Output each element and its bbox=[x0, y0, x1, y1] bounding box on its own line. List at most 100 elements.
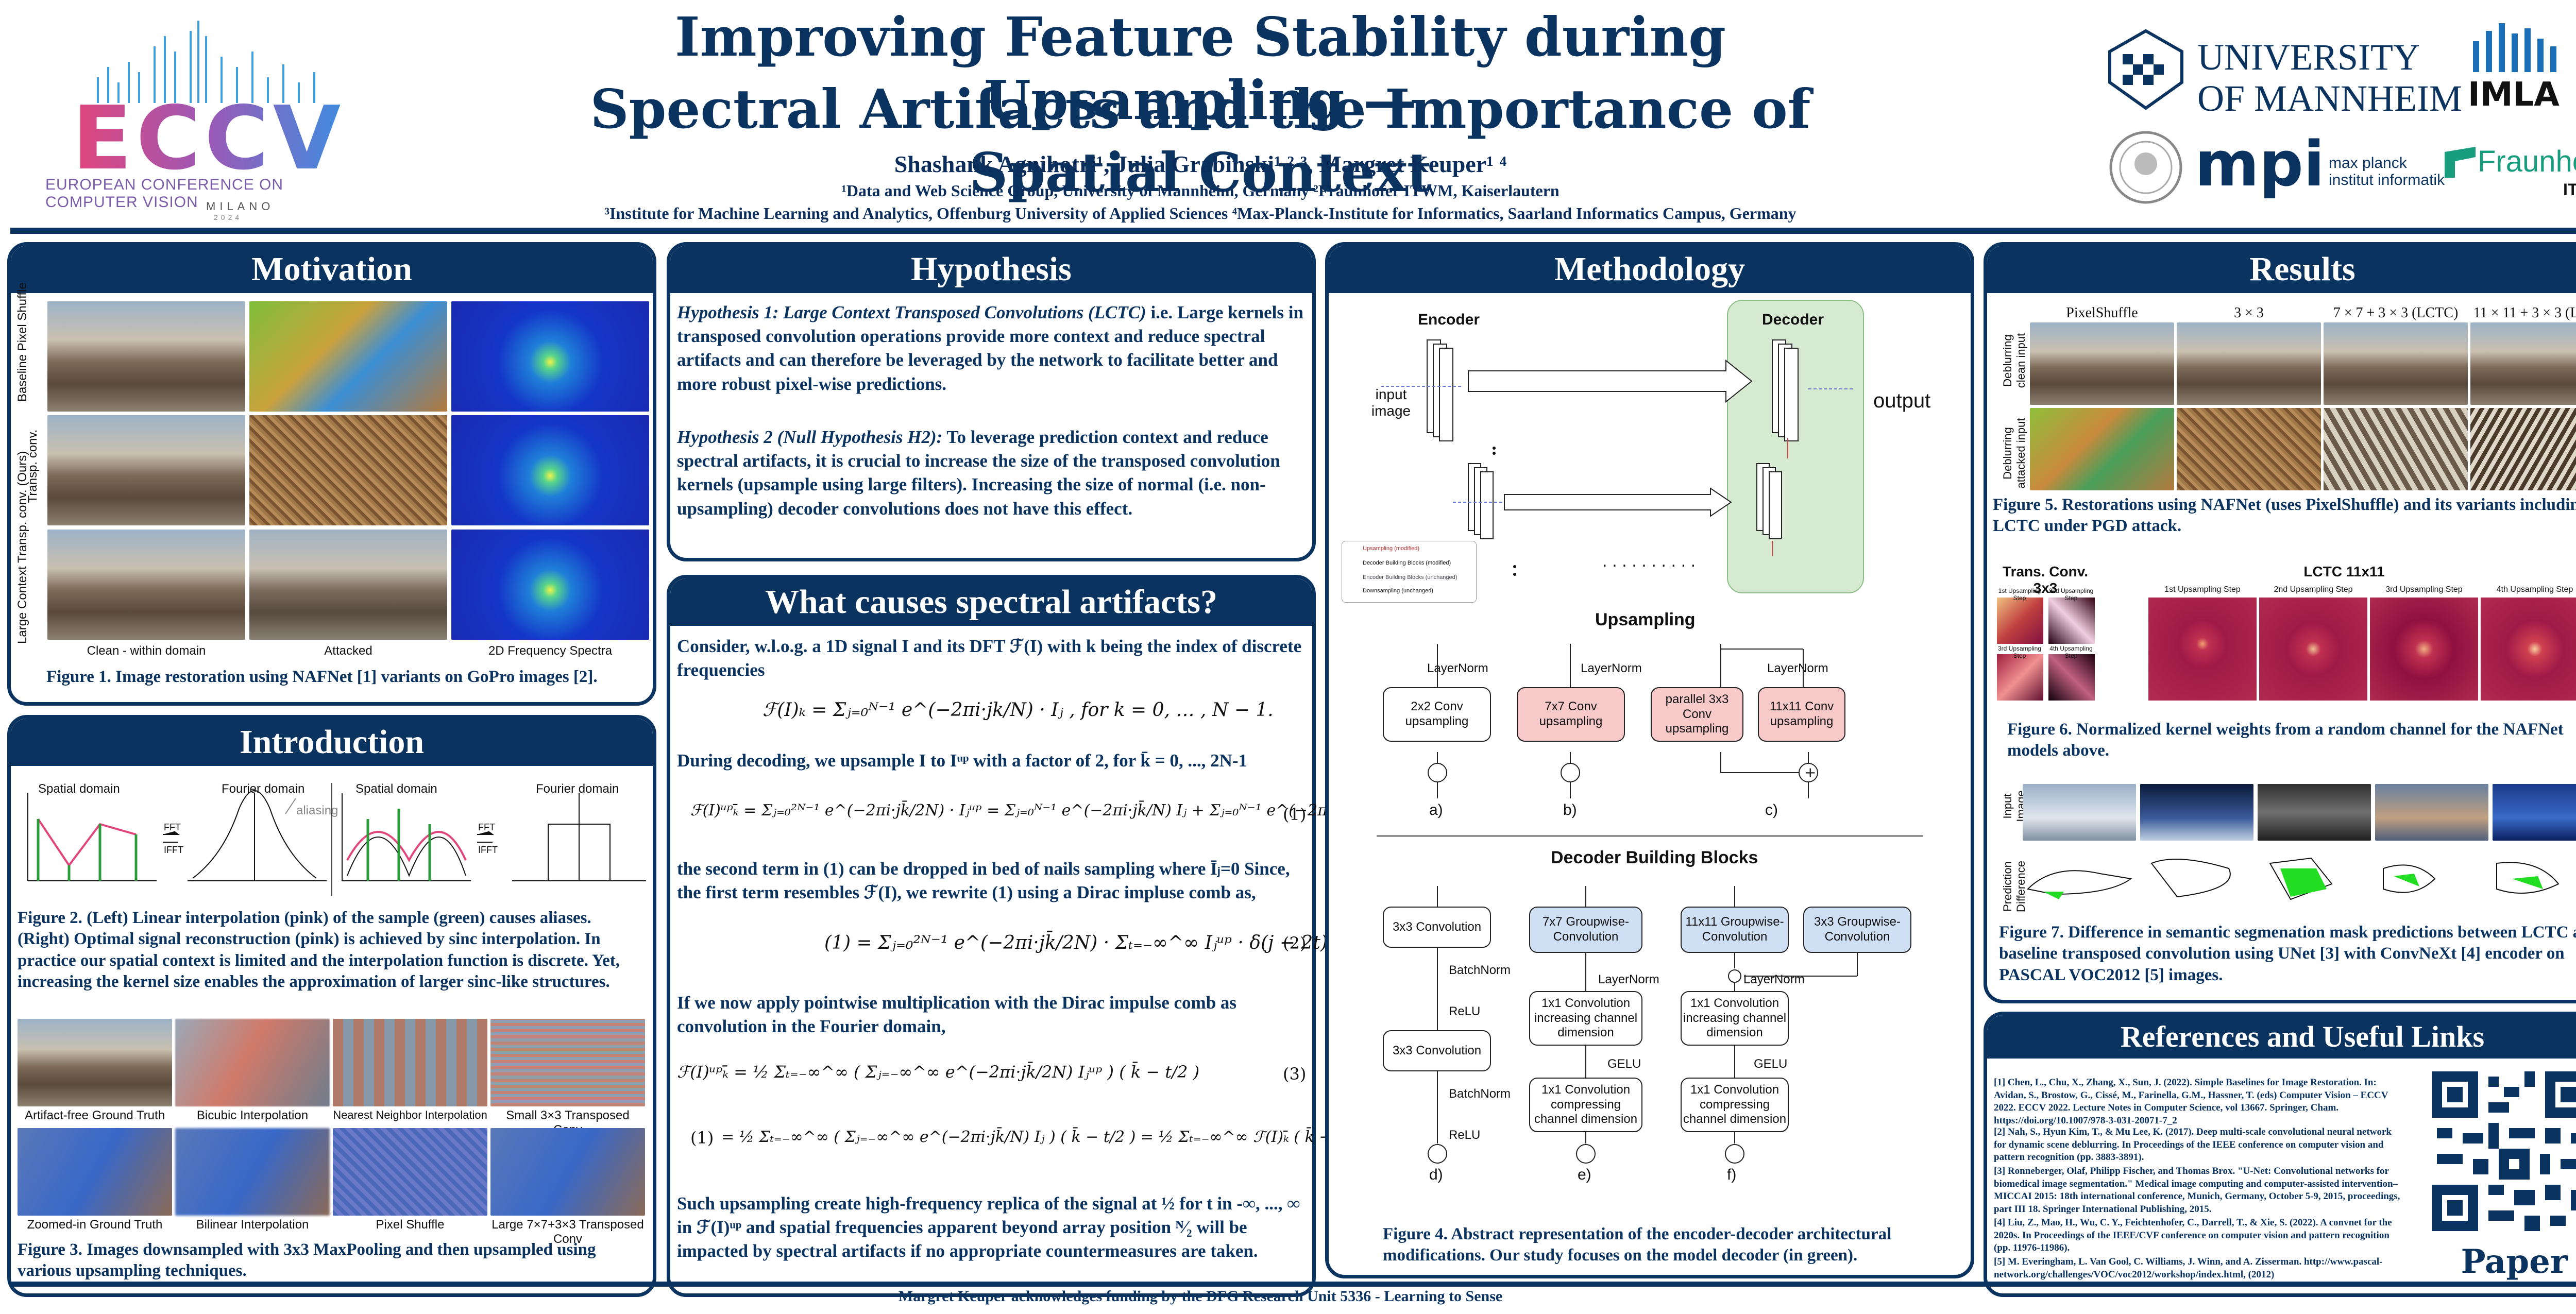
minerva-seal-icon bbox=[2109, 131, 2182, 204]
e-box-increase: 1x1 Convolution increasing channel dimen… bbox=[1529, 991, 1642, 1046]
fig6-right-label-3: 3rd Upsampling Step bbox=[2385, 585, 2463, 594]
motivation-img-spectrum-1 bbox=[451, 301, 649, 412]
motivation-row-label-1: Baseline Pixel Shuffle bbox=[15, 282, 29, 402]
figure5-caption: Figure 5. Restorations using NAFNet (use… bbox=[1993, 496, 2576, 536]
up-layernorm-2: LayerNorm bbox=[1581, 661, 1642, 675]
fig6-left-step3 bbox=[1997, 654, 2043, 701]
intro-img-nearest bbox=[333, 1019, 487, 1106]
intro-label-fft-1: FFT bbox=[164, 822, 181, 832]
figure1-caption: Figure 1. Image restoration using NAFNet… bbox=[46, 668, 598, 686]
hypothesis-2-title: Hypothesis 2 (Null Hypothesis H2): bbox=[677, 427, 943, 447]
reference-1: [1] Chen, L., Chu, X., Zhang, X., Sun, J… bbox=[1994, 1077, 2388, 1127]
fig6-right-label-2: 2nd Upsampling Step bbox=[2274, 585, 2353, 594]
up-box-11x11: 11x11 Conv upsampling bbox=[1758, 687, 1845, 742]
fig6-right-label-4: 4th Upsampling Step bbox=[2496, 585, 2573, 594]
motivation-img-spectrum-2 bbox=[451, 415, 649, 525]
fig5-img-2-3 bbox=[2324, 408, 2468, 490]
mannheim-text-2: OF MANNHEIM bbox=[2197, 78, 2463, 119]
f-box-increase: 1x1 Convolution increasing channel dimen… bbox=[1681, 991, 1789, 1046]
hypothesis-1-title: Hypothesis 1: Large Context Transposed C… bbox=[677, 302, 1146, 322]
intro-label-img-6: Bilinear Interpolation bbox=[196, 1218, 309, 1232]
affiliation-line2: ³Institute for Machine Learning and Anal… bbox=[604, 204, 1797, 223]
spectral-equation-2: (1) = Σⱼ₌₀²ᴺ⁻¹ e^(−2πi·jk̄/2N) · Σₜ₌₋∞^∞… bbox=[824, 932, 1334, 953]
blocks-connectors bbox=[1428, 886, 1858, 1164]
footer-acknowledgement: Margret Keuper acknowledges funding by t… bbox=[898, 1288, 1503, 1305]
f-label-layernorm: LayerNorm bbox=[1743, 972, 1805, 986]
methodology-heading: Methodology bbox=[1329, 246, 1971, 293]
d-label-relu-1: ReLU bbox=[1449, 1004, 1481, 1018]
intro-label-img-2: Bicubic Interpolation bbox=[196, 1108, 309, 1122]
block-letter-e: e) bbox=[1578, 1166, 1591, 1183]
methodology-panel: Methodology bbox=[1325, 242, 1974, 1278]
intro-label-fourier-2: Fourier domain bbox=[536, 782, 619, 796]
fig7-input-1 bbox=[2023, 784, 2136, 841]
f-box-11x11-groupwise: 11x11 Groupwise-Convolution bbox=[1681, 907, 1789, 953]
affiliation-line1: ¹Data and Web Science Group, University … bbox=[841, 181, 1560, 200]
intro-label-spatial-1: Spatial domain bbox=[38, 782, 120, 796]
fig7-input-2 bbox=[2140, 784, 2253, 841]
spectral-paragraph-3: the second term in (1) can be dropped in… bbox=[677, 859, 1290, 903]
figure7-caption: Figure 7. Difference in semantic segmena… bbox=[1999, 923, 2576, 984]
hypothesis-1: Hypothesis 1: Large Context Transposed C… bbox=[677, 301, 1306, 396]
header-divider bbox=[10, 228, 2576, 234]
intro-label-spatial-2: Spatial domain bbox=[355, 782, 437, 796]
reference-4: [4] Liu, Z., Mao, H., Wu, C. Y., Feichte… bbox=[1994, 1217, 2392, 1254]
fig6-left-step2 bbox=[2048, 598, 2095, 644]
d-box-conv-1: 3x3 Convolution bbox=[1383, 907, 1491, 948]
mpi-subtext: max planck institut informatik bbox=[2329, 155, 2445, 189]
d-label-batchnorm-2: BatchNorm bbox=[1449, 1087, 1511, 1101]
motivation-col-label-3: 2D Frequency Spectra bbox=[488, 644, 613, 658]
fig5-img-2-1 bbox=[2030, 408, 2174, 490]
legend-item-2: Decoder Building Blocks (modified) bbox=[1363, 560, 1451, 566]
itwm-text: ITWM bbox=[2563, 180, 2576, 199]
fig6-right-step3 bbox=[2370, 598, 2478, 701]
fig5-img-1-1 bbox=[2030, 322, 2174, 405]
ima-bars-icon: IMLA bbox=[2468, 23, 2560, 114]
fig7-input-5 bbox=[2493, 784, 2576, 841]
intro-img-ground-truth bbox=[18, 1019, 172, 1106]
figure6-caption: Figure 6. Normalized kernel weights from… bbox=[2007, 720, 2564, 760]
spectral-paragraph-5: Such upsampling create high-frequency re… bbox=[677, 1193, 1300, 1261]
eccv-subtitle: EUROPEAN CONFERENCE ON COMPUTER VISION bbox=[45, 176, 284, 211]
fig5-col-4: 11 × 11 + 3 × 3 (LCTC) bbox=[2473, 305, 2576, 321]
up-letter-c: c) bbox=[1765, 801, 1778, 818]
e-box-7x7-groupwise: 7x7 Groupwise-Convolution bbox=[1529, 907, 1642, 953]
intro-label-img-1: Artifact-free Ground Truth bbox=[24, 1108, 165, 1122]
fig5-col-2: 3 × 3 bbox=[2234, 305, 2264, 321]
block-letter-d: d) bbox=[1429, 1166, 1443, 1183]
intro-label-img-5: Zoomed-in Ground Truth bbox=[27, 1218, 163, 1232]
fraunhofer-logo: Fraunhofer ITWM bbox=[2445, 144, 2576, 211]
mpi-text: mpi bbox=[2195, 129, 2325, 200]
paper-qr-code-icon[interactable] bbox=[2427, 1066, 2576, 1236]
decoder-label: Decoder bbox=[1762, 311, 1824, 328]
mannheim-crest-icon bbox=[2108, 29, 2183, 110]
intro-label-img-7: Pixel Shuffle bbox=[376, 1218, 445, 1232]
intro-label-img-8: Large 7×7+3×3 Transposed Conv bbox=[492, 1218, 644, 1246]
up-letter-b: b) bbox=[1563, 801, 1577, 818]
paper-link-label[interactable]: Paper bbox=[2461, 1242, 2568, 1281]
intro-img-pixel-shuffle bbox=[333, 1128, 487, 1216]
spectral-equation-3-number: (3) bbox=[1283, 1064, 1307, 1084]
figure2-caption: Figure 2. (Left) Linear interpolation (p… bbox=[18, 909, 620, 991]
figure3-caption: Figure 3. Images downsampled with 3x3 Ma… bbox=[18, 1240, 596, 1281]
spectral-equation-1-number: (1) bbox=[1283, 805, 1307, 824]
poster-title-line1: Improving Feature Stability during Upsam… bbox=[675, 5, 1726, 132]
fig6-left-label-4: 4th Upsampling Step bbox=[2049, 645, 2093, 659]
fig5-col-1: PixelShuffle bbox=[2066, 305, 2138, 321]
intro-label-aliasing: aliasing bbox=[296, 804, 338, 817]
fraunhofer-text: Fraunhofer bbox=[2478, 145, 2576, 178]
fig6-right-label-1: 1st Upsampling Step bbox=[2164, 585, 2241, 594]
d-label-batchnorm-1: BatchNorm bbox=[1449, 963, 1511, 977]
eccv-city: MILANO bbox=[206, 200, 275, 213]
f-label-gelu: GELU bbox=[1754, 1057, 1788, 1071]
up-box-7x7: 7x7 Conv upsampling bbox=[1517, 687, 1625, 742]
intro-img-bicubic bbox=[175, 1019, 330, 1106]
interpolation-diagram bbox=[27, 783, 646, 896]
ima-logo: IMLA bbox=[2468, 21, 2571, 114]
e-label-gelu: GELU bbox=[1607, 1057, 1641, 1071]
spectral-equation-2-number: (2) bbox=[1283, 933, 1307, 953]
intro-label-fourier-1: Fourier domain bbox=[222, 782, 305, 796]
footer-divider bbox=[10, 1282, 2576, 1287]
spectral-equation-3b: = ½ Σₜ₌₋∞^∞ ( Σⱼ₌₋∞^∞ e^(−2πi·jk̄/N) Iⱼ … bbox=[721, 1128, 1379, 1146]
legend-item-3: Encoder Building Blocks (unchanged) bbox=[1363, 574, 1458, 581]
